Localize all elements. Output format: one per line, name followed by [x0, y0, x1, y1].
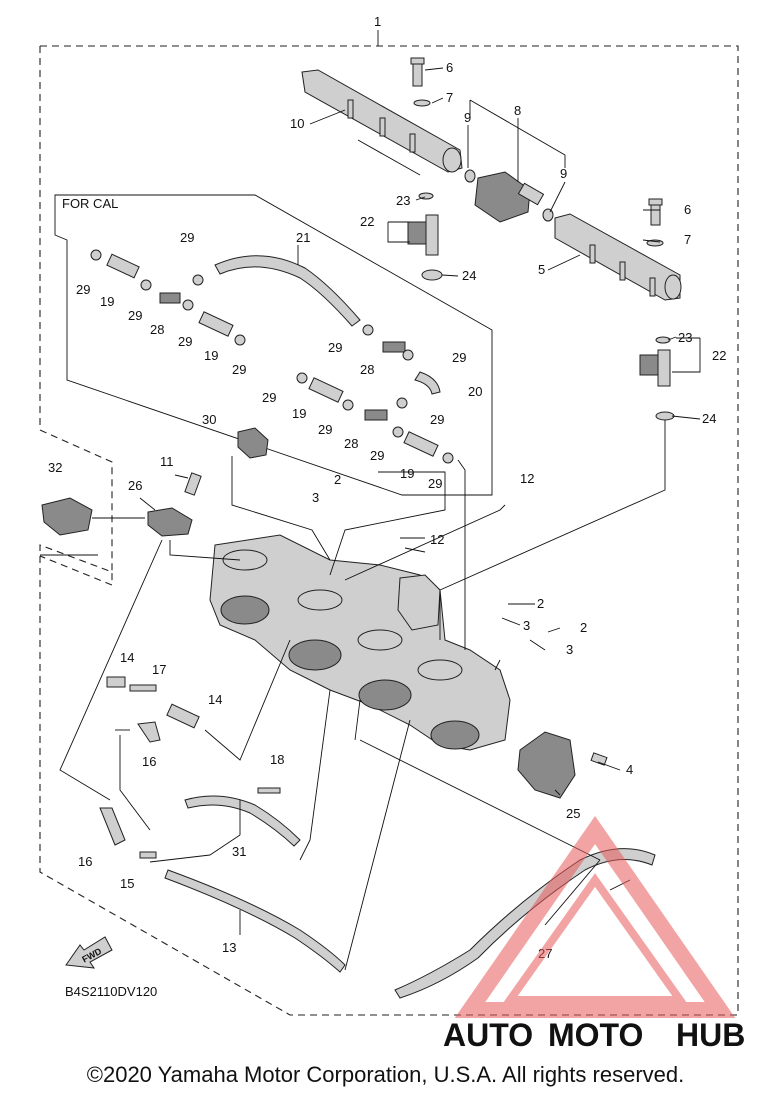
callout-20: 20 — [468, 384, 482, 399]
hose-31 — [184, 795, 301, 847]
assembly-boundary — [39, 30, 739, 1016]
callout-5: 5 — [538, 262, 545, 277]
injector-lower — [639, 349, 671, 387]
callout-29: 29 — [262, 390, 276, 405]
watermark-text: AUTO MOTO HUB — [443, 1017, 745, 1053]
callout-23: 23 — [396, 193, 410, 208]
leader-lines — [40, 67, 701, 971]
fuel-rail-upper — [301, 69, 463, 176]
injector-upper — [407, 214, 439, 256]
callout-28: 28 — [150, 322, 164, 337]
callout-29: 29 — [328, 340, 342, 355]
callout-2: 2 — [580, 620, 587, 635]
callout-16: 16 — [78, 854, 92, 869]
callout-16: 16 — [142, 754, 156, 769]
callout-14: 14 — [208, 692, 222, 707]
callout-31: 31 — [232, 844, 246, 859]
callout-14: 14 — [120, 650, 134, 665]
hose-13 — [164, 869, 346, 973]
svg-text:HUB: HUB — [676, 1017, 745, 1053]
callout-29: 29 — [428, 476, 442, 491]
callout-29: 29 — [76, 282, 90, 297]
sensor-26 — [147, 507, 193, 537]
svg-text:MOTO: MOTO — [548, 1017, 643, 1053]
copyright-notice: ©2020 Yamaha Motor Corporation, U.S.A. A… — [86, 1062, 685, 1087]
svg-text:AUTO: AUTO — [443, 1017, 533, 1053]
callout-29: 29 — [128, 308, 142, 323]
callout-19: 19 — [292, 406, 306, 421]
callout-8: 8 — [514, 103, 521, 118]
callout-29: 29 — [318, 422, 332, 437]
for-cal-label: FOR CAL — [62, 196, 118, 211]
screw-4 — [590, 752, 608, 766]
callout-9: 9 — [464, 110, 471, 125]
sensor-11 — [184, 472, 202, 496]
callout-6: 6 — [684, 202, 691, 217]
callout-30: 30 — [202, 412, 216, 427]
callout-15: 15 — [120, 876, 134, 891]
tps-25 — [517, 731, 576, 799]
callout-6: 6 — [446, 60, 453, 75]
fuel-rail-lower — [554, 213, 682, 301]
bolt-6-lower — [648, 198, 663, 226]
clamps — [90, 249, 454, 464]
callout-12: 12 — [430, 532, 444, 547]
callout-19: 19 — [204, 348, 218, 363]
callout-19: 19 — [100, 294, 114, 309]
callout-22: 22 — [712, 348, 726, 363]
callout-11: 11 — [160, 454, 174, 469]
callout-18: 18 — [270, 752, 284, 767]
for-cal-group-box: FOR CAL — [54, 194, 493, 496]
callout-3: 3 — [566, 642, 573, 657]
callout-29: 29 — [370, 448, 384, 463]
callout-29: 29 — [180, 230, 194, 245]
watermark-logo — [454, 815, 736, 1018]
callout-12: 12 — [520, 471, 534, 486]
callout-25: 25 — [566, 806, 580, 821]
callout-13: 13 — [222, 940, 236, 955]
drawing-code: B4S2110DV120 — [65, 984, 157, 999]
pressure-regulator — [464, 169, 554, 223]
callout-17: 17 — [152, 662, 166, 677]
hose-27 — [394, 848, 656, 999]
callout-28: 28 — [360, 362, 374, 377]
callout-22: 22 — [360, 214, 374, 229]
callout-26: 26 — [128, 478, 142, 493]
callout-2: 2 — [334, 472, 341, 487]
cap-32 — [41, 497, 93, 536]
callout-3: 3 — [523, 618, 530, 633]
callout-29: 29 — [430, 412, 444, 427]
callout-29: 29 — [232, 362, 246, 377]
small-fittings — [99, 676, 281, 859]
callout-28: 28 — [344, 436, 358, 451]
callout-32: 32 — [48, 460, 62, 475]
callout-3: 3 — [312, 490, 319, 505]
callout-10: 10 — [290, 116, 304, 131]
throttle-body — [209, 534, 511, 751]
callout-24: 24 — [702, 411, 716, 426]
callout-2: 2 — [537, 596, 544, 611]
callout-4: 4 — [626, 762, 633, 777]
callout-23: 23 — [678, 330, 692, 345]
callout-7: 7 — [446, 90, 453, 105]
bolt-6-upper — [410, 57, 425, 87]
callout-numbers: 1 6 7 10 8 9 9 23 22 24 6 7 5 23 22 24 2… — [48, 14, 726, 961]
callout-29: 29 — [178, 334, 192, 349]
callout-9: 9 — [560, 166, 567, 181]
callout-21: 21 — [296, 230, 310, 245]
fwd-arrow: FWD — [65, 936, 113, 969]
callout-7: 7 — [684, 232, 691, 247]
callout-29: 29 — [452, 350, 466, 365]
callout-19: 19 — [400, 466, 414, 481]
for-cal-hoses — [106, 253, 441, 457]
sensor-30 — [237, 427, 269, 459]
callout-1: 1 — [374, 14, 381, 29]
callout-24: 24 — [462, 268, 476, 283]
